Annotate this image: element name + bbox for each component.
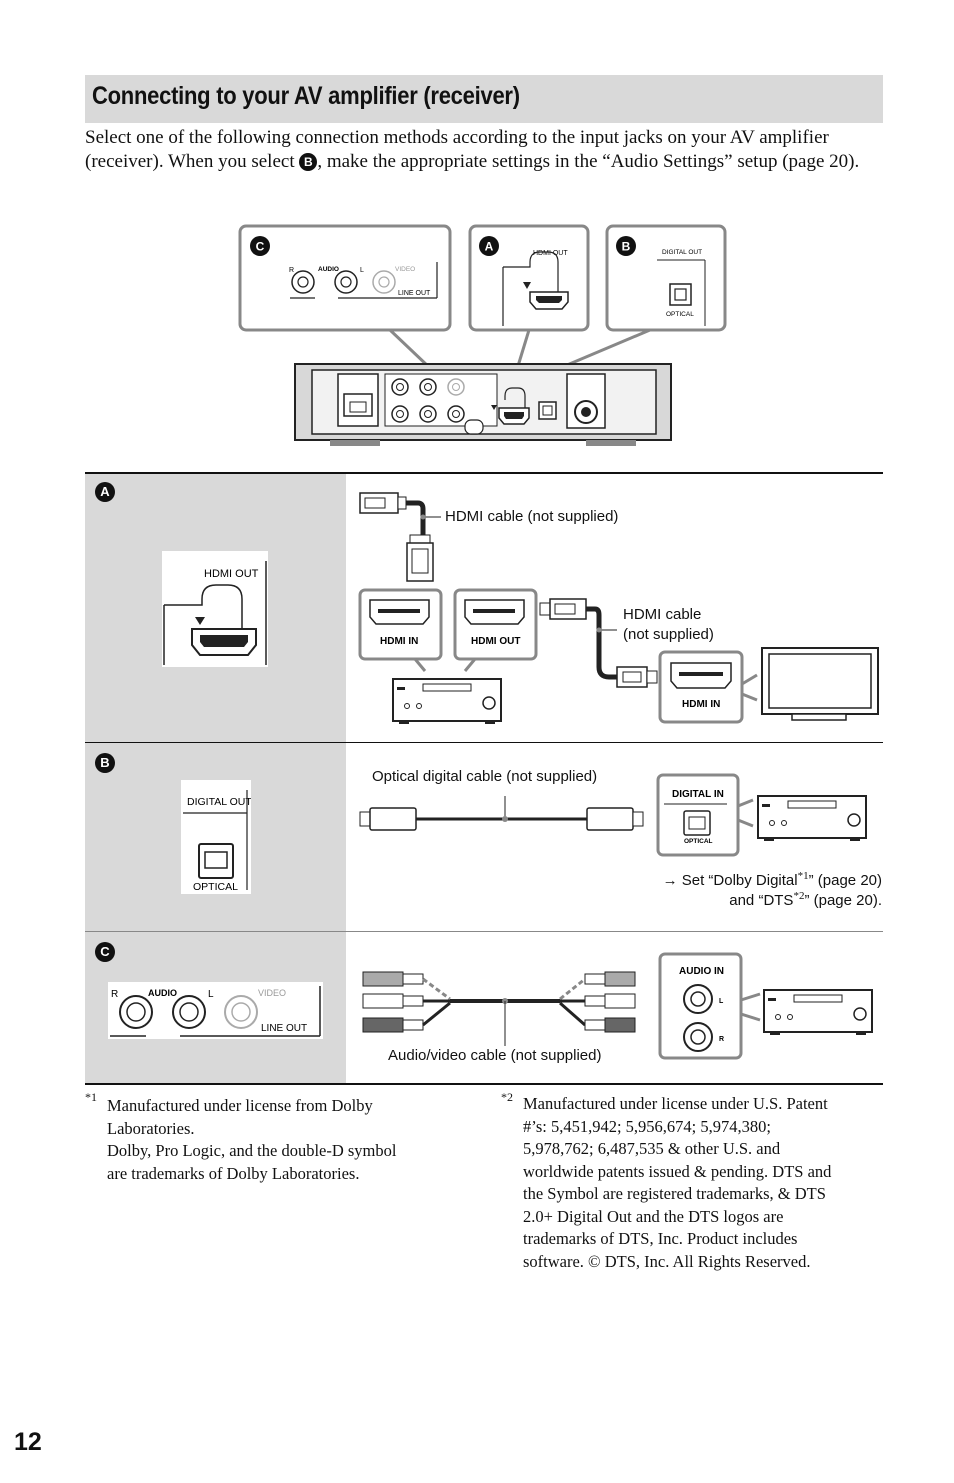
row-b-amp-top: DIGITAL IN <box>672 789 724 800</box>
row-b-amp-bottom: OPTICAL <box>684 838 713 845</box>
intro-paragraph: Select one of the following connection m… <box>85 126 885 174</box>
row-b-note-text-3: and “DTS <box>729 892 794 909</box>
row-b-note-text-1: Set “Dolby Digital <box>681 872 798 889</box>
row-c-amp-l: L <box>719 998 724 1005</box>
panel-a-hdmi-out: HDMI OUT <box>533 250 568 257</box>
table-bottom-rule <box>85 1083 883 1085</box>
row-a-amp-out: HDMI OUT <box>471 636 520 647</box>
row-b-divider <box>85 931 883 932</box>
row-a-cable2-label-2: (not supplied) <box>623 626 714 643</box>
row-b-jack-top: DIGITAL OUT <box>187 796 251 808</box>
title-bar <box>85 75 883 123</box>
footnote1: Manufactured under license from Dolby La… <box>107 1095 487 1185</box>
row-b-badge: B <box>95 753 115 773</box>
page-number: 12 <box>14 1428 42 1456</box>
row-c-line-out: LINE OUT <box>261 1023 307 1034</box>
footnote1-line: Laboratories. <box>107 1118 195 1138</box>
footnote2: Manufactured under license under U.S. Pa… <box>523 1093 903 1273</box>
row-b-optical-jack: DIGITAL OUT OPTICAL <box>181 780 251 894</box>
arrow-icon: → <box>662 872 678 889</box>
panel-c-l: L <box>360 267 364 274</box>
panel-b <box>605 224 727 332</box>
footnote1-mark: *1 <box>85 1090 97 1104</box>
panel-b-digital-out: DIGITAL OUT <box>662 249 702 256</box>
footnote2-line: trademarks of DTS, Inc. Product includes <box>523 1229 798 1248</box>
footnote2-line: 5,978,762; 6,487,535 & other U.S. and <box>523 1139 781 1158</box>
intro-text-2: , make the appropriate settings in the “… <box>317 151 860 172</box>
panel-c-r: R <box>289 267 294 274</box>
row-c-line-out-jacks: R AUDIO L VIDEO LINE OUT <box>108 982 323 1039</box>
table-top-rule <box>85 472 883 474</box>
row-b-connection-diagram: DIGITAL IN OPTICAL <box>359 773 867 857</box>
row-b-note-text-2: ” (page 20) <box>808 872 882 889</box>
footnote1-line: Dolby, Pro Logic, and the double-D symbo… <box>107 1141 397 1160</box>
footnote2-line: #’s: 5,451,942; 5,956,674; 5,974,380; <box>523 1116 771 1136</box>
footnote2-mark: *2 <box>501 1090 513 1104</box>
footnote2-line: 2.0+ Digital Out and the DTS logos are <box>523 1206 784 1226</box>
row-c-badge: C <box>95 942 115 962</box>
row-a-divider <box>85 742 883 743</box>
row-b-note-line2: and “DTS*2” (page 20). <box>729 890 882 909</box>
row-a-cable1-label: HDMI cable (not supplied) <box>445 508 619 525</box>
row-c-amp-top: AUDIO IN <box>679 966 724 977</box>
badge-a-top: A <box>485 240 494 254</box>
row-b-cable-label: Optical digital cable (not supplied) <box>372 768 598 785</box>
footnote2-line: Manufactured under license under U.S. Pa… <box>523 1094 828 1113</box>
badge-c-top: C <box>256 240 265 254</box>
row-b-jack-bottom: OPTICAL <box>193 881 238 893</box>
panel-c-audio: AUDIO <box>318 266 339 273</box>
row-a-connection-diagram: HDMI IN HDMI OUT HDMI IN <box>358 492 879 724</box>
row-b-note-sup2: *2 <box>793 890 805 902</box>
footnote2-line: the Symbol are registered trademarks, & … <box>523 1184 826 1203</box>
panel-c-line-out: LINE OUT <box>398 290 431 297</box>
row-a-jack-label: HDMI OUT <box>204 568 259 580</box>
footnote1-line: are trademarks of Dolby Laboratories. <box>107 1163 360 1183</box>
row-b-note-text-4: ” (page 20). <box>804 892 882 909</box>
row-b-note-sup1: *1 <box>797 870 809 882</box>
row-a-badge: A <box>95 482 115 502</box>
row-a-amp-in: HDMI IN <box>380 636 418 647</box>
intro-badge-b: B <box>299 153 318 171</box>
row-c-connection-diagram: AUDIO IN L R <box>362 952 873 1060</box>
panel-b-optical: OPTICAL <box>666 311 694 318</box>
row-c-audio: AUDIO <box>148 988 177 998</box>
row-c-video: VIDEO <box>258 988 286 998</box>
row-a-hdmi-out-jack: HDMI OUT <box>162 551 268 667</box>
footnote1-line: Manufactured under license from Dolby <box>107 1096 373 1115</box>
panel-c-video: VIDEO <box>395 266 415 273</box>
badge-b-top: B <box>622 240 631 254</box>
footnote2-line: worldwide patents issued & pending. DTS … <box>523 1161 832 1181</box>
row-a-tv-in: HDMI IN <box>682 699 720 710</box>
player-rear-diagram: C A B R AUDIO L VIDEO LINE OUT HDMI OUT … <box>238 224 727 446</box>
row-c-amp-r: R <box>719 1036 724 1043</box>
page-title: Connecting to your AV amplifier (receive… <box>92 82 520 110</box>
row-c-r: R <box>111 989 118 1000</box>
row-b-note-line1: → Set “Dolby Digital*1” (page 20) <box>663 870 882 889</box>
intro-text-1: Select one of the following connection m… <box>85 127 829 172</box>
footnote2-line: software. © DTS, Inc. All Rights Reserve… <box>523 1251 811 1271</box>
row-c-l: L <box>208 989 214 1000</box>
row-a-cable2-label-1: HDMI cable <box>623 606 702 623</box>
row-c-cable-label: Audio/video cable (not supplied) <box>388 1047 602 1064</box>
